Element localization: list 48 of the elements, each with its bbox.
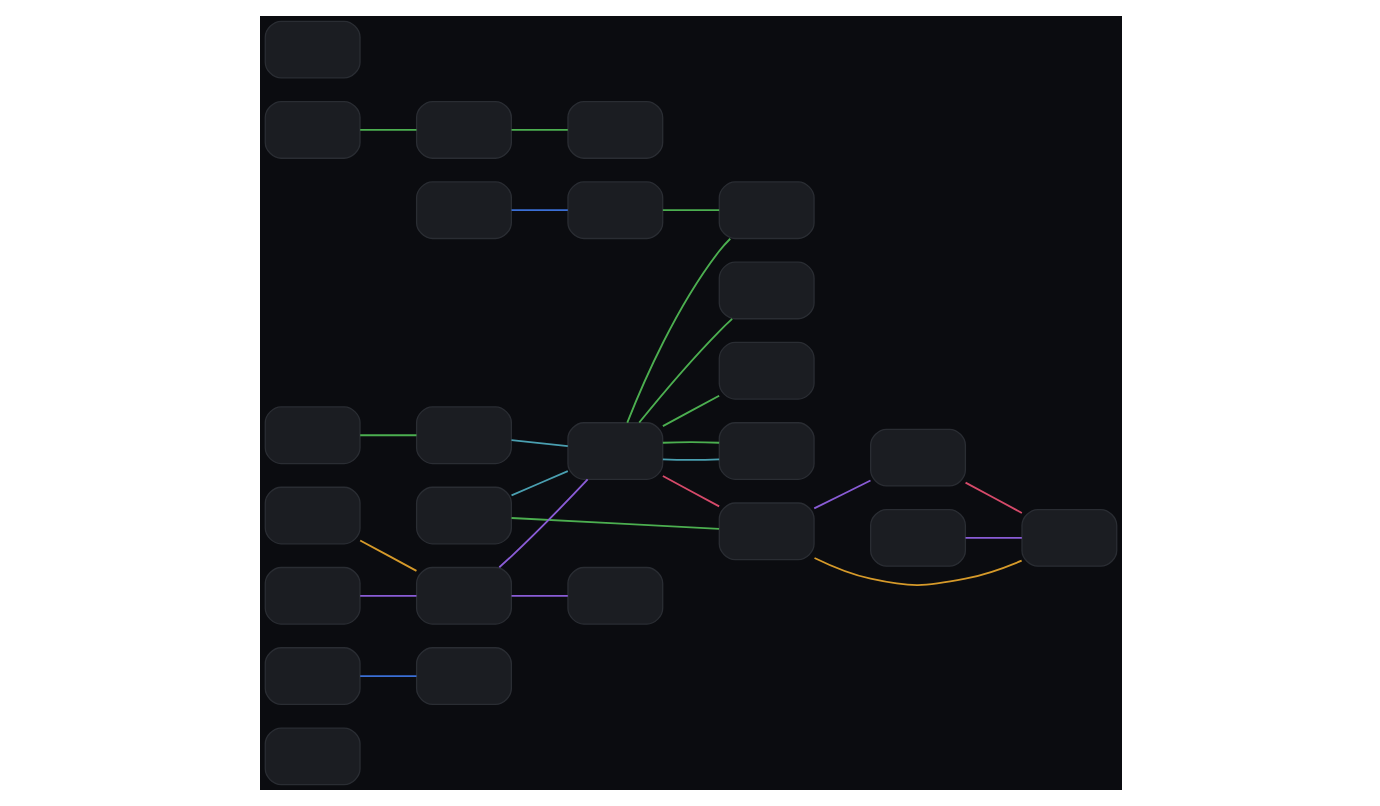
connector	[509, 517, 719, 530]
node-box	[414, 566, 512, 625]
node-box	[263, 727, 360, 786]
node-box	[263, 486, 360, 545]
node-box	[717, 261, 814, 320]
connector	[812, 557, 1022, 586]
node-box	[717, 181, 814, 240]
node-box	[263, 406, 360, 465]
node-box	[263, 100, 360, 159]
node-box	[414, 406, 512, 465]
connector	[358, 539, 417, 572]
connector	[660, 394, 720, 427]
node-box	[263, 20, 360, 79]
connector	[963, 481, 1022, 514]
node-box	[566, 566, 663, 625]
connector	[660, 475, 720, 508]
connector	[358, 594, 417, 597]
connector	[509, 594, 568, 597]
connector	[509, 439, 568, 448]
connector	[358, 675, 417, 677]
node-box	[414, 647, 512, 706]
connector	[509, 129, 568, 131]
connector	[660, 209, 720, 212]
node-box	[566, 100, 663, 159]
connector	[660, 458, 720, 461]
connector	[509, 209, 568, 212]
node-box	[263, 647, 360, 706]
connector	[625, 237, 731, 424]
node-box	[566, 181, 663, 240]
node-box	[717, 341, 814, 400]
connector	[358, 129, 417, 131]
connector	[637, 318, 733, 424]
connector	[812, 479, 871, 510]
connector	[509, 470, 568, 497]
node-box	[1020, 508, 1117, 567]
node-box	[263, 566, 360, 625]
node-box	[414, 486, 512, 545]
connector	[963, 536, 1022, 539]
node-box	[414, 181, 512, 240]
connector	[358, 434, 417, 437]
connector	[660, 441, 720, 444]
node-box	[717, 502, 814, 561]
node-box	[414, 100, 512, 159]
node-box	[869, 428, 966, 487]
connector	[497, 478, 588, 569]
node-box	[566, 422, 663, 480]
node-box	[717, 422, 814, 480]
node-box	[869, 508, 966, 567]
